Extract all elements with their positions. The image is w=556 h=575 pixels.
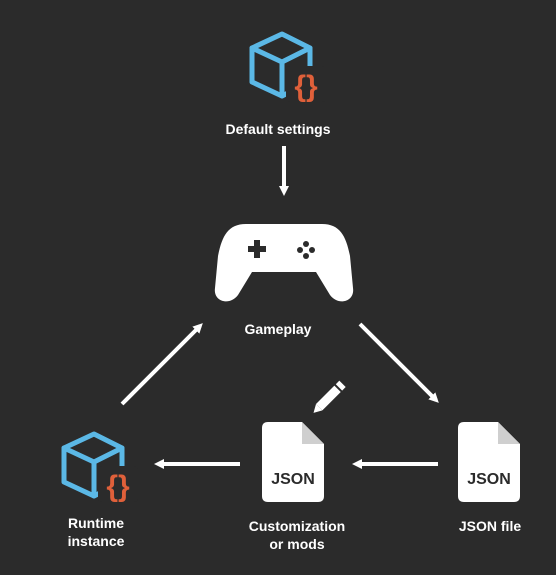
customization-label: Customization or mods [222,517,372,553]
runtime-cube-icon: {} [61,431,138,503]
json-file-icon-text: JSON [467,471,511,488]
gamepad-icon [214,224,354,302]
default-settings-label: Default settings [225,121,331,137]
svg-text:{}: {} [106,470,130,503]
runtime-instance-label-line1: Runtime [68,515,124,531]
svg-text:{}: {} [294,70,318,103]
runtime-instance-label-line2: instance [67,533,125,549]
json-file-edit-icon: JSON [262,422,324,502]
json-file-icon: JSON [458,422,520,502]
gameplay-label: Gameplay [244,321,312,337]
json-file-label: JSON file [458,518,522,534]
arrow-runtime-to-gameplay [120,323,203,406]
customization-label-line1: Customization [248,518,346,534]
arrow-gameplay-to-json [358,322,439,403]
runtime-instance-label: Runtime instance [36,514,156,550]
json-edit-icon-text: JSON [271,471,315,488]
customization-label-line2: or mods [269,536,325,552]
pencil-icon [313,380,346,413]
default-settings-cube-icon: {} [249,31,326,103]
